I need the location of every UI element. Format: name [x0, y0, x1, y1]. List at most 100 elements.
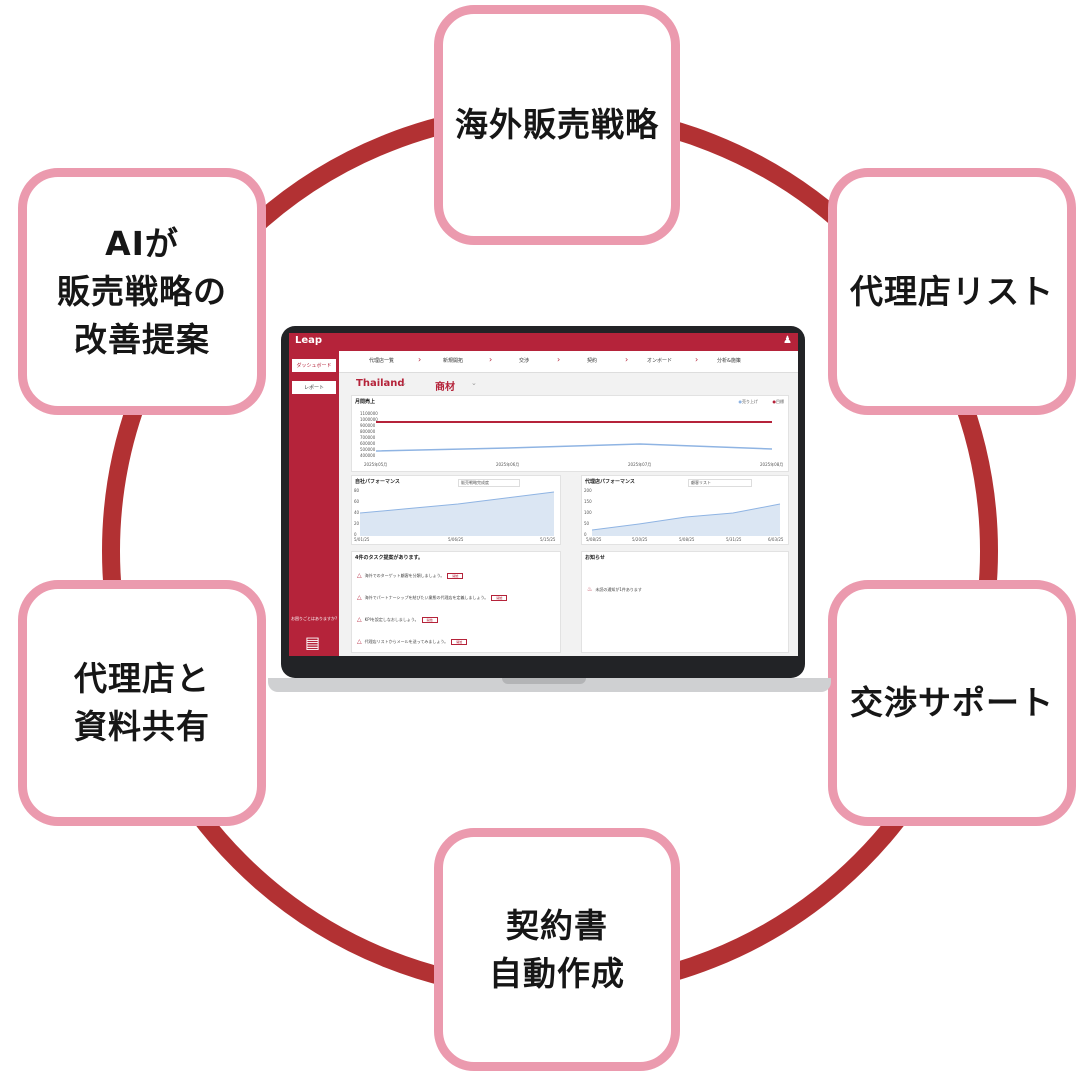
app-logo: Leap: [295, 335, 323, 346]
x-tick: 5/20/25: [632, 537, 648, 542]
x-tick: 6/03/25: [768, 537, 784, 542]
y-tick: 0: [584, 532, 587, 537]
start-button[interactable]: 開始: [447, 572, 464, 579]
y-tick: 60: [354, 499, 360, 504]
start-button[interactable]: 開始: [491, 594, 508, 601]
chevron-right-icon: ›: [625, 355, 629, 364]
y-tick: 50: [584, 521, 590, 526]
nav-step[interactable]: オンボード: [647, 358, 673, 364]
area-line: [592, 503, 781, 531]
y-tick: 0: [354, 532, 357, 537]
notice-item[interactable]: ♨未読の通知が1件あります: [587, 586, 642, 593]
warning-icon: △: [357, 572, 362, 579]
chevron-down-icon: ⌄: [401, 379, 407, 387]
task-card: 4件のタスク提案があります。 △海外でのターゲット顧客を分類しましょう。開始 △…: [351, 551, 561, 653]
nav-step[interactable]: 交渉: [519, 358, 530, 364]
task-item: △代理店リストからメールを送ってみましょう。開始: [357, 638, 468, 645]
y-tick: 500000: [360, 447, 376, 452]
chevron-right-icon: ›: [557, 355, 561, 364]
task-item: △海外でパートナーシップを結びたい業態の代理店を定義しましょう。開始: [357, 594, 508, 601]
node-label: AIが 販売戦略の 改善提案: [57, 223, 227, 359]
area-line: [360, 491, 555, 514]
user-icon[interactable]: ♟: [783, 335, 792, 346]
sidebar-help-text: お困りごとはありますか?: [291, 616, 338, 621]
nav-step[interactable]: 契約: [587, 358, 598, 364]
country-select[interactable]: Thailand: [356, 378, 405, 389]
own-performance-card: 自社パフォーマンス 販売戦略完成度 80 60 40 20 0 5/01/25 …: [351, 475, 561, 545]
chevron-right-icon: ›: [695, 355, 699, 364]
node-label: 代理店と 資料共有: [74, 659, 210, 746]
own-performance-area: [360, 491, 555, 536]
y-tick: 900000: [360, 423, 376, 428]
agent-performance-card: 代理店パフォーマンス 顧客リスト 200 150 100 50 0 5/08/2…: [581, 475, 789, 545]
actual-line: [376, 443, 773, 452]
metric-select[interactable]: 顧客リスト: [688, 479, 752, 487]
node-contract-generation: 契約書 自動作成: [434, 828, 680, 1071]
step-navbar: 代理店一覧 › 新規開拓 › 交渉 › 契約 › オンボード › 分析&施策: [339, 351, 798, 373]
start-button[interactable]: 開始: [421, 616, 438, 623]
sidebar-dashboard-button[interactable]: ダッシュボード: [292, 359, 336, 372]
sales-lines: [376, 421, 773, 452]
y-tick: 150: [584, 499, 592, 504]
y-tick: 200: [584, 488, 592, 493]
node-overseas-strategy: 海外販売戦略: [434, 5, 680, 245]
bell-icon: ♨: [587, 586, 593, 593]
node-label: 契約書 自動作成: [489, 905, 625, 993]
notice-card: お知らせ ♨未読の通知が1件あります: [581, 551, 789, 653]
sidebar-report-button[interactable]: レポート: [292, 381, 336, 394]
warning-icon: △: [357, 616, 362, 623]
x-tick: 5/06/25: [448, 537, 464, 542]
nav-step[interactable]: 分析&施策: [717, 358, 741, 364]
y-tick: 100: [584, 510, 592, 515]
x-tick: 5/08/25: [586, 537, 602, 542]
chat-icon[interactable]: ▤: [305, 633, 321, 652]
laptop-notch: [502, 678, 586, 684]
sales-chart-card: 月間売上 ●売り上げ ●目標 1100000 1000000 900000 80…: [351, 395, 789, 472]
x-tick: 5/08/25: [679, 537, 695, 542]
chevron-right-icon: ›: [418, 355, 422, 364]
node-share-materials: 代理店と 資料共有: [18, 580, 266, 826]
x-tick: 2025年06月: [496, 462, 520, 467]
laptop-base: [268, 678, 831, 692]
x-tick: 5/15/25: [540, 537, 556, 542]
node-ai-suggestions: AIが 販売戦略の 改善提案: [18, 168, 266, 415]
metric-select[interactable]: 販売戦略完成度: [458, 479, 520, 487]
chevron-down-icon: ⌄: [471, 379, 477, 387]
node-agent-list: 代理店リスト: [828, 168, 1076, 415]
x-tick: 2025年08月: [760, 462, 784, 467]
app-sidebar: ダッシュボード レポート お困りごとはありますか? ▤: [289, 351, 339, 656]
y-tick: 800000: [360, 429, 376, 434]
node-negotiation-support: 交渉サポート: [828, 580, 1076, 826]
card-title: 月間売上: [355, 399, 376, 405]
y-tick: 1100000: [360, 411, 378, 416]
y-tick: 600000: [360, 441, 376, 446]
x-tick: 2025年07月: [628, 462, 652, 467]
card-title: 4件のタスク提案があります。: [355, 555, 423, 561]
x-tick: 5/01/25: [354, 537, 370, 542]
y-tick: 1000000: [360, 417, 378, 422]
node-label: 海外販売戦略: [455, 105, 659, 144]
warning-icon: △: [357, 594, 362, 601]
task-item: △海外でのターゲット顧客を分類しましょう。開始: [357, 572, 464, 579]
card-title: お知らせ: [585, 555, 605, 561]
legend-target: ●目標: [772, 399, 785, 404]
product-select[interactable]: 商材: [435, 382, 455, 393]
start-button[interactable]: 開始: [451, 638, 468, 645]
x-tick: 5/31/25: [726, 537, 742, 542]
y-tick: 40: [354, 510, 360, 515]
y-tick: 80: [354, 488, 360, 493]
chevron-right-icon: ›: [489, 355, 493, 364]
task-item: △KPIを設定しなおしましょう。開始: [357, 616, 438, 623]
node-label: 交渉サポート: [850, 683, 1054, 722]
nav-step[interactable]: 新規開拓: [443, 358, 464, 364]
laptop-screen: Leap ♟ ダッシュボード レポート お困りごとはありますか? ▤ 代理店一覧…: [289, 333, 798, 656]
area-fill: [360, 492, 554, 536]
x-tick: 2025年05月: [364, 462, 388, 467]
agent-performance-area: [592, 503, 781, 536]
nav-step[interactable]: 代理店一覧: [369, 358, 395, 364]
area-fill: [592, 504, 780, 536]
y-tick: 700000: [360, 435, 376, 440]
legend-actual: ●売り上げ: [738, 399, 759, 404]
warning-icon: △: [357, 638, 362, 645]
app-topbar: Leap ♟: [289, 333, 798, 351]
